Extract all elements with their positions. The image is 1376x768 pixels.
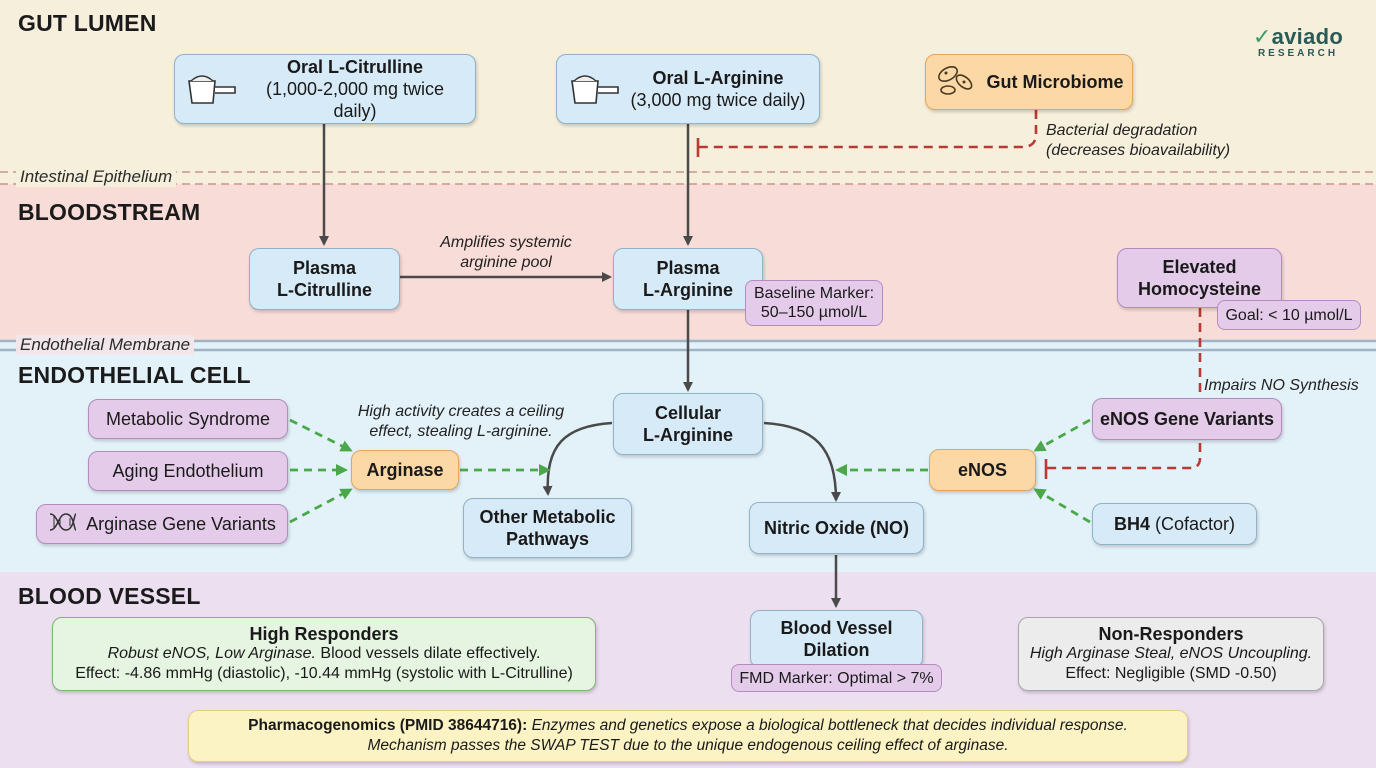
oral-citrulline-title: Oral L-Citrulline — [286, 57, 423, 77]
node-enos: eNOS — [929, 449, 1036, 491]
panel-pharmacogenomics: Pharmacogenomics (PMID 38644716): Enzyme… — [188, 710, 1188, 762]
node-oral-citrulline: Oral L-Citrulline (1,000-2,000 mg twice … — [174, 54, 476, 124]
dna-icon — [48, 510, 78, 539]
leaf-icon: ✓ — [1252, 24, 1272, 49]
arrow-enos-variants-to-enos — [1033, 418, 1091, 452]
node-arginase-gene-variants: Arginase Gene Variants — [36, 504, 288, 544]
annotation-amplifies-pool: Amplifies systemic arginine pool — [440, 234, 572, 271]
annotation-ceiling-effect: High activity creates a ceiling effect, … — [357, 403, 565, 440]
tag-fmd-marker: FMD Marker: Optimal > 7% — [731, 664, 942, 692]
arrow-variants-to-arginase — [289, 488, 353, 524]
arrow-cellular-to-other-pathways — [542, 421, 613, 496]
node-arginase: Arginase — [351, 450, 459, 490]
oral-arginine-title: Oral L-Arginine — [652, 68, 784, 88]
node-plasma-arginine: Plasma L-Arginine — [613, 248, 763, 310]
node-cellular-arginine: Cellular L-Arginine — [613, 393, 763, 455]
tag-homocysteine-goal: Goal: < 10 µmol/L — [1217, 300, 1361, 330]
inhibit-microbiome-arginine — [698, 110, 1038, 149]
annotation-impairs-no: Impairs NO Synthesis — [1204, 377, 1359, 394]
panel-high-responders: High Responders Robust eNOS, Low Arginas… — [52, 617, 596, 691]
bacteria-icon — [934, 60, 978, 105]
scoop-icon — [568, 67, 620, 112]
arrow-metabolic-to-arginase — [289, 418, 353, 452]
arrow-cellular-to-nitric-oxide — [763, 421, 841, 502]
arrow-bh4-to-enos — [1033, 488, 1091, 524]
logo-sub: RESEARCH — [1257, 48, 1339, 59]
separator-intestinal-epithelium — [0, 171, 1376, 185]
node-aging-endothelium: Aging Endothelium — [88, 451, 288, 491]
aviado-logo: ✓aviado RESEARCH — [1248, 24, 1348, 59]
node-other-metabolic-pathways: Other Metabolic Pathways — [463, 498, 632, 558]
logo-brand: ✓aviado — [1252, 24, 1344, 49]
annotation-bacterial-degradation: Bacterial degradation (decreases bioavai… — [1046, 122, 1231, 159]
gut-microbiome-label: Gut Microbiome — [986, 72, 1124, 92]
node-plasma-citrulline: Plasma L-Citrulline — [249, 248, 400, 310]
zone-title-endothelial-cell: ENDOTHELIAL CELL — [18, 362, 251, 388]
node-enos-gene-variants: eNOS Gene Variants — [1092, 398, 1282, 440]
node-oral-arginine: Oral L-Arginine (3,000 mg twice daily) — [556, 54, 820, 124]
zone-title-blood-vessel: BLOOD VESSEL — [18, 583, 201, 609]
zone-title-gut-lumen: GUT LUMEN — [18, 10, 157, 36]
layer-label-intestinal-epithelium: Intestinal Epithelium — [16, 167, 177, 187]
node-bh4-cofactor: BH4 (Cofactor) — [1092, 503, 1257, 545]
tag-baseline-marker: Baseline Marker: 50–150 µmol/L — [745, 280, 883, 326]
inhibit-homocysteine-enos — [1046, 308, 1202, 470]
node-nitric-oxide: Nitric Oxide (NO) — [749, 502, 924, 554]
node-metabolic-syndrome: Metabolic Syndrome — [88, 399, 288, 439]
node-elevated-homocysteine: Elevated Homocysteine — [1117, 248, 1282, 308]
panel-non-responders: Non-Responders High Arginase Steal, eNOS… — [1018, 617, 1324, 691]
node-gut-microbiome: Gut Microbiome — [925, 54, 1133, 110]
zone-title-bloodstream: BLOODSTREAM — [18, 199, 201, 225]
scoop-icon — [185, 67, 237, 112]
oral-arginine-dose: (3,000 mg twice daily) — [630, 90, 806, 110]
layer-label-endothelial-membrane: Endothelial Membrane — [16, 335, 195, 355]
node-blood-vessel-dilation: Blood Vessel Dilation — [750, 610, 923, 668]
oral-citrulline-dose: (1,000-2,000 mg twice daily) — [265, 79, 445, 121]
